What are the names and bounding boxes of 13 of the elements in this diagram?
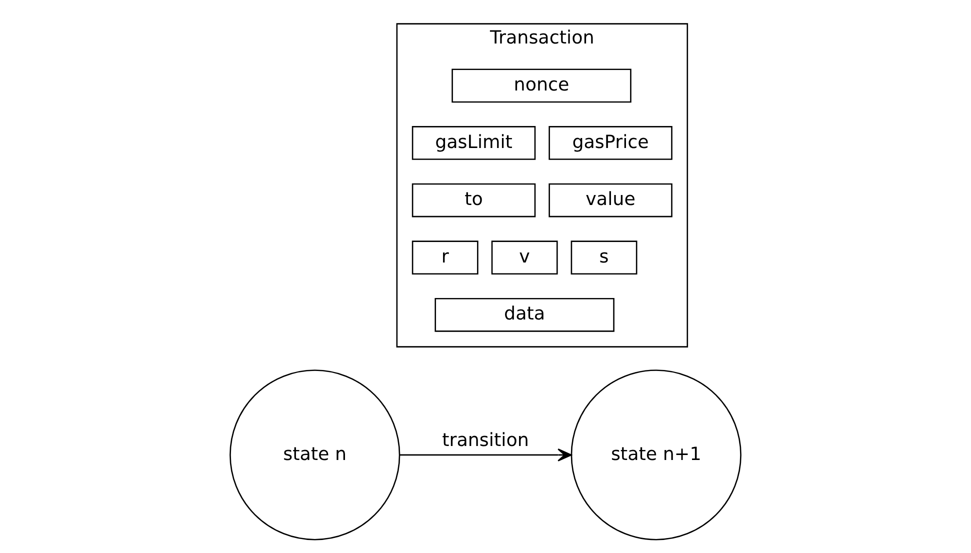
node-box: to <box>412 183 536 218</box>
node-circle: state n <box>230 370 400 540</box>
node-box: gasPrice <box>548 126 672 160</box>
node-box: data <box>434 298 614 332</box>
node-box: nonce <box>452 68 632 103</box>
node-box: s <box>570 240 638 275</box>
arrow <box>400 448 572 462</box>
edge-label: transition <box>442 430 529 452</box>
node-circle: state n+1 <box>570 370 742 540</box>
node-box: value <box>548 183 672 218</box>
node-box: gasLimit <box>412 126 536 160</box>
node-box: r <box>412 240 478 275</box>
node-box: v <box>491 240 558 275</box>
